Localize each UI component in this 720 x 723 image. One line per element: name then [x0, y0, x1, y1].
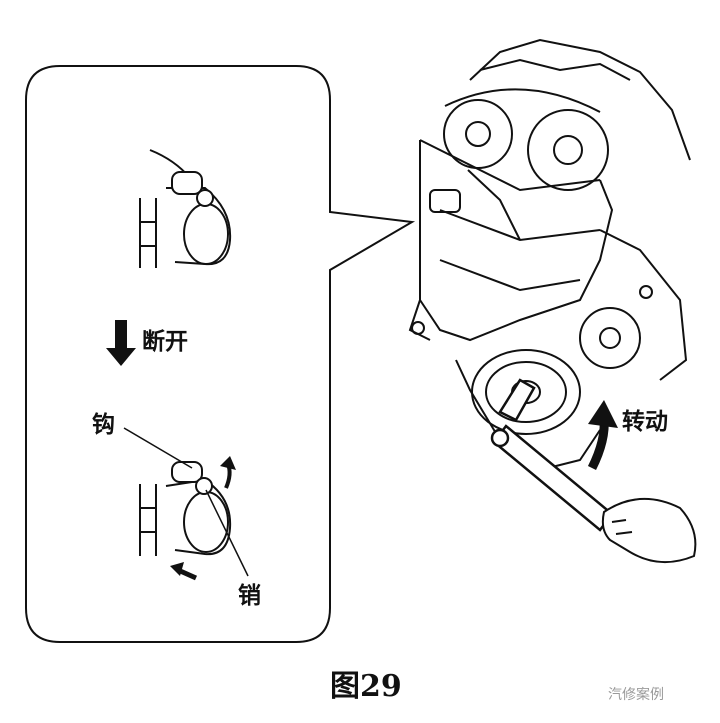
lifter-closeup-top [139, 149, 232, 268]
push-arrow-icon [170, 562, 198, 581]
label-pin: 销 [238, 583, 261, 609]
rotation-arrow-small-icon [220, 456, 236, 489]
figure-caption: 图29 [330, 669, 402, 704]
hand [601, 498, 697, 564]
watermark: 汽修案例 [608, 687, 664, 703]
label-hook: 钩 [92, 412, 115, 438]
rotation-arrow-icon [587, 400, 618, 471]
leader-lines [123, 427, 249, 577]
callout-panel [25, 65, 416, 643]
label-rotate: 转动 [622, 409, 668, 435]
label-disconnect: 断开 [142, 329, 188, 355]
lifter-closeup-bottom [139, 461, 232, 556]
down-arrow-icon [106, 320, 136, 366]
engine-illustration [408, 38, 691, 472]
